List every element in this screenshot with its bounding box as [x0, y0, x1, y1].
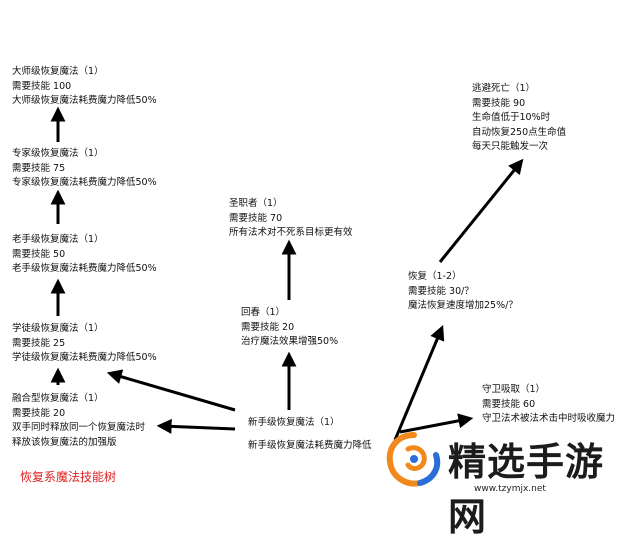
node-title: 圣职者（1） — [229, 198, 283, 209]
node-necromage: 圣职者（1） 需要技能 70 所有法术对不死系目标更有效 — [229, 197, 353, 241]
node-requirement: 需要技能 50 — [12, 248, 66, 260]
node-title: 逃避死亡（1） — [472, 83, 536, 94]
node-respite: 回春（1） 需要技能 20 治疗魔法效果增强50% — [241, 306, 338, 350]
watermark-url: www.tzymjx.net — [474, 484, 546, 494]
node-title: 学徒级恢复魔法（1） — [12, 323, 104, 334]
node-title: 大师级恢复魔法（1） — [12, 66, 104, 77]
node-description: 魔法恢复速度增加25%/？ — [408, 300, 518, 311]
node-requirement: 需要技能 25 — [12, 337, 66, 349]
node-description: 老手级恢复魔法耗费魔力降低50% — [12, 263, 157, 274]
arrow-novice-to-ward-absorb — [399, 413, 474, 434]
node-title: 新手级恢复魔法（1） — [248, 417, 340, 428]
node-recovery: 恢复（1-2） 需要技能 30/？ 魔法恢复速度增加25%/？ — [408, 270, 518, 314]
node-requirement: 需要技能 90 — [472, 97, 526, 109]
arrow-novice-to-recovery — [393, 325, 445, 441]
arrow-novice-to-dual — [156, 418, 236, 434]
node-requirement: 需要技能 75 — [12, 162, 66, 174]
node-description-line-1: 生命值低于10%时 — [472, 112, 551, 123]
node-description: 守卫法术被法术击中时吸收魔力 — [482, 413, 616, 424]
node-dual-casting-restoration: 融合型恢复魔法（1） 需要技能 20 双手同时释放同一个恢复魔法时 释放该恢复魔… — [12, 392, 145, 450]
node-description-line-1: 双手同时释放同一个恢复魔法时 — [12, 422, 146, 433]
node-title: 恢复（1-2） — [408, 271, 462, 282]
node-description: 新手级恢复魔法耗费魔力降低 — [248, 439, 372, 451]
node-title: 融合型恢复魔法（1） — [12, 393, 104, 404]
arrow-novice-to-apprentice — [106, 369, 236, 412]
skill-tree-arrows — [50, 106, 524, 441]
node-requirement: 需要技能 20 — [241, 321, 295, 333]
arrow-recovery-to-avoid-death — [438, 158, 524, 263]
node-requirement: 需要技能 100 — [12, 80, 72, 92]
node-avoid-death: 逃避死亡（1） 需要技能 90 生命值低于10%时 自动恢复250点生命值 每天… — [472, 82, 566, 155]
node-description-line-2: 自动恢复250点生命值 — [472, 126, 567, 138]
node-requirement: 需要技能 70 — [229, 212, 283, 224]
node-title: 回春（1） — [241, 307, 286, 318]
node-expert-restoration: 专家级恢复魔法（1） 需要技能 75 专家级恢复魔法耗费魔力降低50% — [12, 147, 157, 191]
node-description-line-2: 释放该恢复魔法的加强版 — [12, 436, 117, 448]
node-requirement: 需要技能 20 — [12, 407, 66, 419]
node-novice-restoration: 新手级恢复魔法（1） 新手级恢复魔法耗费魔力降低 — [248, 416, 372, 453]
watermark-logo: 精选手游网 www.tzymjx.net — [378, 425, 625, 539]
node-grandmaster-restoration: 大师级恢复魔法（1） 需要技能 100 大师级恢复魔法耗费魔力降低50% — [12, 65, 157, 109]
node-description: 学徒级恢复魔法耗费魔力降低50% — [12, 352, 157, 363]
node-description: 大师级恢复魔法耗费魔力降低50% — [12, 95, 157, 106]
node-requirement: 需要技能 60 — [482, 398, 536, 410]
swirl-logo-icon — [386, 432, 441, 487]
node-description: 所有法术对不死系目标更有效 — [229, 227, 353, 238]
node-title: 老手级恢复魔法（1） — [12, 234, 104, 245]
node-description: 治疗魔法效果增强50% — [241, 336, 339, 347]
node-ward-absorb: 守卫吸取（1） 需要技能 60 守卫法术被法术击中时吸收魔力 — [482, 383, 615, 427]
node-description-line-3: 每天只能触发一次 — [472, 141, 549, 152]
node-apprentice-restoration: 学徒级恢复魔法（1） 需要技能 25 学徒级恢复魔法耗费魔力降低50% — [12, 322, 157, 366]
diagram-caption: 恢复系魔法技能树 — [20, 470, 117, 484]
node-title: 守卫吸取（1） — [482, 384, 546, 395]
node-description: 专家级恢复魔法耗费魔力降低50% — [12, 177, 157, 188]
node-adept-restoration: 老手级恢复魔法（1） 需要技能 50 老手级恢复魔法耗费魔力降低50% — [12, 233, 157, 277]
node-requirement: 需要技能 30/？ — [408, 285, 474, 297]
node-title: 专家级恢复魔法（1） — [12, 148, 104, 159]
